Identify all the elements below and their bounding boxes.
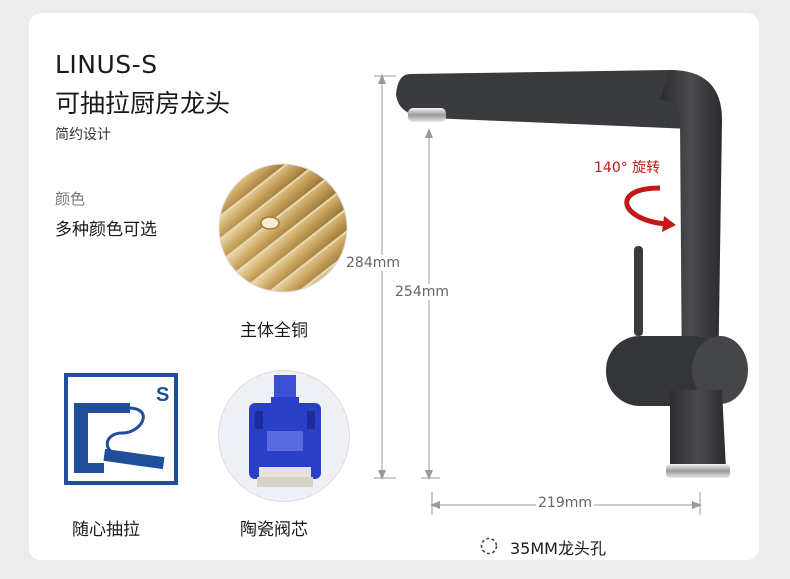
rotation-label: 140° 旋转 <box>594 160 661 176</box>
total-height-label: 284mm <box>344 255 402 271</box>
faucet-illustration <box>396 70 748 478</box>
dotted-circle-icon <box>480 537 498 555</box>
product-style: 简约设计 <box>55 127 111 143</box>
pull-out-faucet-icon: S <box>64 373 178 485</box>
product-name: 可抽拉厨房龙头 <box>55 89 231 118</box>
pullout-letter: S <box>156 384 169 406</box>
ceramic-cartridge-icon <box>218 370 350 502</box>
cartridge-caption: 陶瓷阀芯 <box>240 520 308 540</box>
mounting-hole-label: 35MM龙头孔 <box>510 539 606 558</box>
color-label: 颜色 <box>55 190 86 208</box>
spout-height-label: 254mm <box>393 284 451 300</box>
brass-caption: 主体全铜 <box>240 321 308 341</box>
reach-label: 219mm <box>536 495 594 511</box>
pullout-caption: 随心抽拉 <box>72 520 140 540</box>
color-value: 多种颜色可选 <box>55 220 157 240</box>
product-model: LINUS-S <box>55 50 158 79</box>
